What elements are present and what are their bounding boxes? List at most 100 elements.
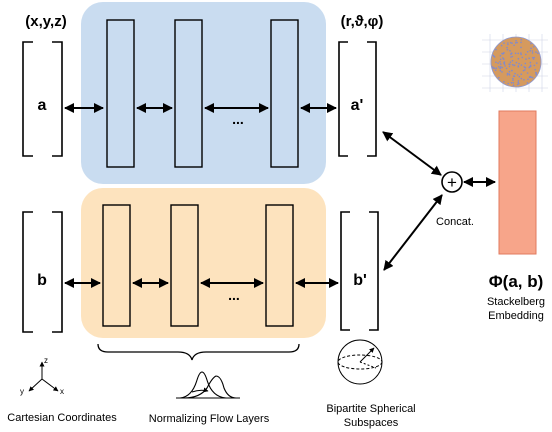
sphere-scatter-dot: [513, 44, 515, 47]
sphere-scatter-dot: [517, 52, 519, 55]
sphere-scatter-dot: [499, 55, 502, 57]
sphere-scatter-dot: [501, 66, 504, 69]
sphere-scatter-dot: [517, 80, 520, 82]
sphere-scatter-dot: [514, 42, 517, 44]
bottom-flow-panel: [81, 188, 326, 338]
sphere-scatter-dot: [517, 81, 519, 84]
sphere-scatter-dot: [520, 73, 522, 75]
sphere-scatter-dot: [516, 74, 519, 76]
sphere-scatter-dot: [494, 69, 497, 71]
sphere-scatter-dot: [531, 56, 534, 59]
sphere-plot-thumbnail: [478, 30, 552, 94]
sphere-scatter-dot: [499, 58, 502, 61]
sphere-scatter-dot: [491, 66, 494, 68]
sphere-scatter-dot: [508, 70, 511, 73]
sphere-scatter-dot: [517, 57, 520, 60]
sphere-scatter-dot: [508, 73, 510, 75]
sphere-scatter-dot: [520, 41, 522, 44]
sphere-scatter-dot: [528, 57, 530, 59]
sphere-scatter-dot: [500, 44, 503, 47]
sphere-scatter-dot: [511, 55, 514, 58]
sphere-scatter-dot: [529, 65, 531, 68]
sphere-scatter-dot: [520, 64, 523, 66]
sphere-scatter-dot: [522, 69, 525, 72]
sphere-scatter-dot: [509, 63, 511, 66]
sphere-scatter-dot: [523, 66, 526, 68]
sphere-scatter-dot: [510, 56, 512, 58]
sphere-scatter-dot: [507, 42, 509, 44]
sphere-scatter-dot: [501, 71, 503, 73]
sphere-scatter-dot: [536, 62, 538, 64]
bottom-ellipsis: ...: [228, 287, 240, 303]
sphere-scatter-dot: [510, 81, 513, 84]
sphere-scatter-dot: [499, 69, 502, 72]
sphere-scatter-dot: [502, 57, 504, 59]
sphere-scatter-dot: [510, 52, 513, 54]
spherical-header: (r,ϑ,φ): [341, 13, 384, 30]
sphere-scatter-dot: [535, 71, 537, 74]
top-flow-layer-3: [270, 19, 299, 168]
sphere-scatter-dot: [515, 61, 518, 64]
sphere-scatter-dot: [512, 79, 514, 81]
sphere-scatter-dot: [530, 42, 532, 45]
distribution-curves-icon: [176, 371, 240, 399]
input-b-label: b: [37, 272, 47, 289]
phi-label: Φ(a, b): [489, 272, 544, 291]
concat-node: [441, 171, 463, 193]
sphere-scatter-dot: [507, 43, 509, 46]
axis-y-label: y: [20, 387, 24, 396]
sphere-scatter-dot: [509, 41, 512, 44]
sphere-scatter-dot: [526, 51, 529, 53]
bottom-flow-layer-2: [170, 204, 199, 327]
axis-x-label: x: [60, 387, 64, 396]
sphere-scatter-dot: [498, 76, 500, 79]
sphere-scatter-dot: [492, 54, 494, 57]
axes-icon: [28, 361, 59, 392]
concat-label: Concat.: [436, 216, 474, 228]
sphere-scatter-dot: [506, 46, 508, 49]
sphere-scatter-dot: [531, 50, 534, 52]
bottom-flow-layer-3: [265, 204, 294, 327]
sphere-scatter-dot: [518, 82, 520, 85]
sphere-scatter-dot: [493, 67, 496, 69]
sphere-scatter-dot: [524, 69, 526, 71]
caption-flow-layers: Normalizing Flow Layers: [149, 413, 270, 425]
sphere-scatter-dot: [515, 40, 517, 42]
sphere-scatter-dot: [520, 52, 522, 54]
sphere-scatter-dot: [526, 82, 529, 84]
top-flow-layer-1: [106, 19, 135, 168]
spherical-subspace-icon: [337, 339, 383, 385]
axis-z-label: z: [44, 356, 48, 365]
sphere-scatter-dot: [506, 74, 509, 76]
sphere-scatter-dot: [495, 48, 497, 51]
sphere-scatter-dot: [529, 64, 532, 67]
concat-symbol: +: [447, 173, 457, 192]
sphere-scatter-dot: [520, 53, 522, 56]
arrow-a-prime-to-concat: [382, 131, 442, 176]
sphere-scatter-dot: [512, 75, 515, 77]
sphere-scatter-dot: [531, 76, 534, 79]
sphere-scatter-dot: [521, 56, 524, 59]
sphere-scatter-dot: [500, 66, 502, 68]
sphere-scatter-dot: [506, 72, 509, 75]
output-vector-b-prime: [340, 211, 379, 331]
sphere-scatter-dot: [534, 68, 536, 71]
input-vector-b: [22, 211, 63, 333]
sphere-scatter-dot: [533, 64, 536, 67]
sphere-scatter-dot: [518, 62, 520, 65]
sphere-scatter-dot: [503, 62, 505, 64]
sphere-scatter-dot: [532, 58, 535, 60]
output-b-prime-label: b': [353, 272, 367, 289]
output-a-prime-label: a': [351, 97, 364, 114]
sphere-scatter-dot: [511, 63, 514, 66]
flow-layers-brace: [97, 343, 300, 361]
sphere-scatter-dot: [503, 42, 505, 44]
bottom-flow-layer-1: [102, 204, 131, 327]
sphere-scatter-dot: [512, 77, 514, 80]
sphere-scatter-dot: [507, 82, 510, 85]
top-flow-layer-2: [174, 19, 203, 168]
embedding-label-line1: Stackelberg: [487, 296, 545, 308]
sphere-scatter-dot: [502, 58, 505, 60]
sphere-scatter-dot: [499, 61, 501, 63]
